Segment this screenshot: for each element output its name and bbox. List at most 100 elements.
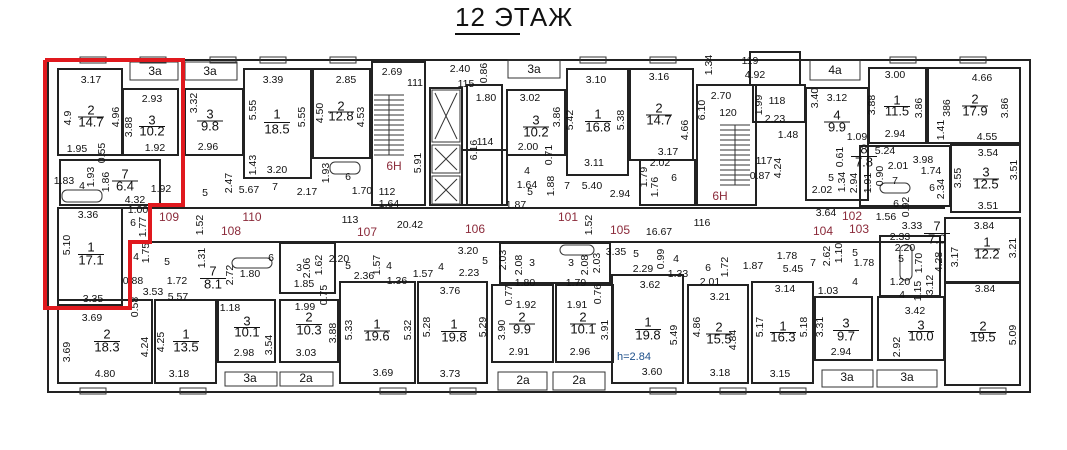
room[interactable]: 113.5 — [173, 326, 199, 354]
dimension-label: 5.24 — [875, 145, 896, 157]
room[interactable]: 112.2 — [974, 234, 1000, 261]
dimension-label: 1.57 — [371, 255, 383, 276]
balcony — [224, 371, 278, 387]
room-number: 8 — [860, 141, 867, 156]
room[interactable]: 119.6 — [364, 316, 390, 343]
dimension-label: 5.10 — [61, 235, 73, 256]
room[interactable]: 214.7 — [646, 100, 672, 127]
room[interactable]: 219.5 — [970, 318, 996, 344]
selected-apartment-outline[interactable] — [43, 58, 185, 310]
dimension-label: 3.12 — [827, 92, 848, 104]
dimension-label: 3.84 — [975, 283, 996, 295]
room[interactable]: 310.2 — [523, 112, 549, 139]
room[interactable]: 116.8 — [585, 106, 611, 134]
room[interactable]: 214.7 — [78, 102, 104, 129]
room-number: 1 — [779, 318, 786, 333]
room[interactable]: 310.1 — [234, 313, 260, 339]
room-area: 19.5 — [970, 329, 995, 344]
dimension-label: 5.38 — [615, 110, 627, 131]
dimension-label: 5.32 — [402, 320, 414, 341]
corridor-number: 104 — [813, 224, 833, 238]
room[interactable]: 39.7 — [833, 315, 859, 343]
dimension-label: 0.55 — [96, 143, 108, 164]
room[interactable]: 49.9 — [824, 107, 850, 134]
dimension-label: 3.17 — [81, 74, 102, 86]
room[interactable]: 116.3 — [770, 318, 796, 344]
room[interactable]: 119.8 — [635, 314, 661, 342]
dimension-label: 4.28 — [933, 252, 945, 273]
room[interactable]: 29.9 — [509, 309, 535, 336]
balcony-label: 2а — [572, 373, 586, 387]
room[interactable]: 87.8 — [851, 141, 877, 169]
room-number: 2 — [103, 326, 110, 341]
corridor-number: 103 — [849, 222, 869, 236]
room[interactable]: 310.0 — [908, 317, 934, 343]
dimension-label: 3.54 — [978, 147, 999, 159]
dimension-label: 2.08 — [579, 255, 591, 276]
room[interactable]: 218.3 — [94, 326, 120, 354]
room-number: 2 — [971, 91, 978, 106]
room-wall — [243, 68, 312, 179]
dimension-label: 3.21 — [1007, 238, 1019, 259]
room-number: 1 — [983, 234, 990, 249]
room[interactable]: 119.8 — [441, 316, 467, 344]
room-area: 7.0 — [928, 231, 946, 246]
room-area: 19.6 — [364, 328, 389, 343]
room[interactable]: 215.5 — [706, 319, 732, 346]
dimension-label: 5 — [828, 172, 834, 184]
dimension-label: 5.18 — [798, 317, 810, 338]
room[interactable]: 210.3 — [296, 309, 322, 337]
room-number: 3 — [532, 112, 539, 127]
room-area: 9.7 — [837, 328, 855, 343]
room-number: 7 — [209, 263, 216, 278]
dimension-label: 2.85 — [336, 74, 357, 86]
dimension-label: 5 — [898, 253, 904, 265]
room-number: 2 — [715, 319, 722, 334]
dimension-label: 5.45 — [783, 263, 804, 275]
corridor-number: 110 — [242, 210, 261, 224]
dimension-label: 0.90 — [874, 166, 886, 187]
balcony — [876, 369, 938, 388]
balcony-label: 4а — [828, 63, 842, 77]
room[interactable]: 118.5 — [264, 106, 290, 136]
window — [79, 387, 107, 395]
dimension-label: 5.42 — [564, 110, 576, 131]
dimension-label: 4 — [438, 261, 444, 273]
room[interactable]: 78.1 — [200, 263, 226, 291]
dimension-label: 2.02 — [650, 157, 671, 169]
room-number: 1 — [594, 106, 601, 121]
room[interactable]: 117.1 — [78, 239, 104, 267]
bathtub-icon — [899, 244, 913, 281]
room[interactable]: 39.8 — [197, 106, 223, 133]
room[interactable]: 217.9 — [962, 91, 988, 118]
corridor-number: 105 — [610, 223, 630, 237]
room[interactable]: 312.5 — [973, 164, 999, 191]
dimension-label: 2.94 — [610, 188, 631, 200]
room[interactable]: 76.4 — [112, 166, 138, 193]
dimension-label: 1.92 — [151, 183, 172, 195]
room[interactable]: 310.2 — [139, 112, 165, 138]
dimension-label: 2.20 — [329, 253, 350, 265]
corridor-number: 102 — [842, 209, 862, 223]
dimension-label: 4.55 — [977, 131, 998, 143]
dimension-label: 1.64 — [379, 198, 400, 210]
dimension-label: 1.52 — [194, 215, 206, 236]
room[interactable]: 77.0 — [924, 218, 950, 246]
room[interactable]: 210.1 — [570, 309, 596, 336]
dimension-label: 1.34 — [703, 55, 715, 76]
dimension-label: 3.20 — [458, 245, 479, 257]
dimension-label: 6.10 — [696, 100, 708, 121]
dimension-label: 2.69 — [382, 66, 403, 78]
bathtub-icon — [329, 161, 361, 175]
dimension-label: 4.80 — [95, 368, 116, 380]
room[interactable]: 212.8 — [328, 98, 354, 123]
ceiling-height-note: h=2.84 — [617, 351, 651, 363]
dimension-label: 2.62 — [821, 246, 833, 267]
title-underline — [455, 33, 520, 35]
dimension-label: 2.01 — [888, 160, 909, 172]
dimension-label: 1.80 — [515, 277, 536, 289]
room[interactable]: 111.5 — [884, 92, 910, 118]
dimension-label: 3.32 — [188, 93, 200, 114]
dimension-label: 2.23 — [765, 113, 786, 125]
dimension-label: 3.86 — [999, 98, 1011, 119]
